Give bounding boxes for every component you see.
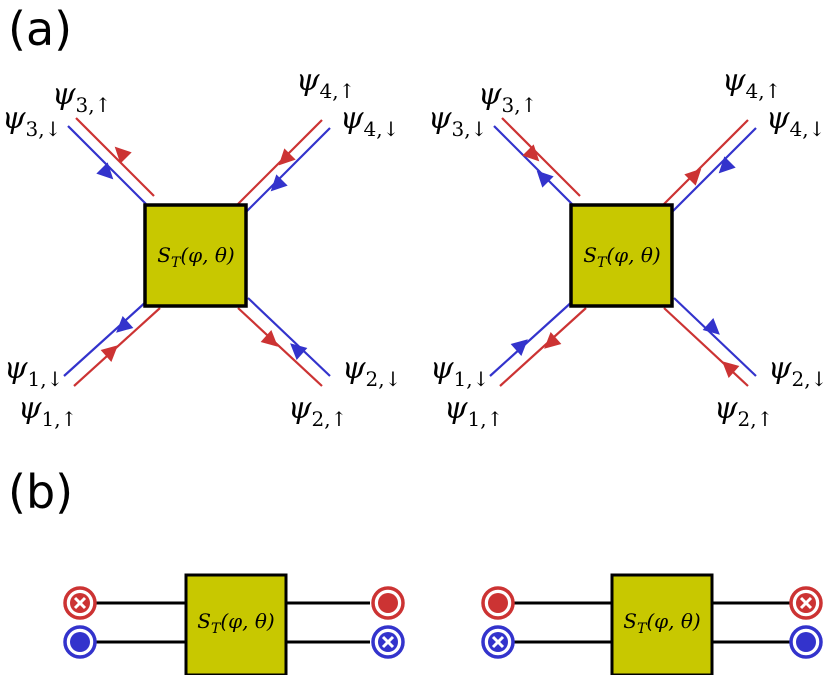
arrow-3-up [114, 146, 132, 164]
channel-line-4-up [663, 119, 749, 205]
arrow-4-up [278, 148, 296, 166]
scattering-box [569, 203, 674, 308]
label-psi3-up: ψ3,↑ [478, 77, 537, 117]
scattering-box [184, 573, 288, 675]
arrow-3-up [522, 144, 540, 162]
label-psi2-down: ψ2,↓ [768, 351, 827, 391]
scattering-diagram-right: ST(φ, θ) ψ3,↑ ψ3,↓ ψ4,↑ ψ4,↓ ψ1,↓ ψ1,↑ ψ… [428, 63, 827, 431]
channel-line-1-down [63, 299, 149, 377]
label-psi3-down: ψ3,↓ [428, 101, 487, 141]
channel-line-2-up [663, 307, 749, 387]
blue-dot-icon [789, 625, 823, 659]
channel-line-2-down [247, 297, 331, 377]
channel-line-4-down [245, 127, 331, 213]
arrow-2-down [702, 318, 720, 335]
arrow-2-up [722, 361, 740, 378]
label-psi1-down: ψ1,↓ [430, 351, 489, 391]
label-psi2-up: ψ2,↑ [714, 391, 773, 431]
scattering-box-label: ST(φ, θ) [583, 243, 660, 271]
arrow-4-up [684, 168, 702, 186]
blue-dot-icon [63, 625, 97, 659]
channel-line-3-down [493, 125, 573, 205]
channel-line-2-down [673, 297, 757, 377]
scattering-box-label: ST(φ, θ) [623, 609, 700, 637]
scattering-box-label: ST(φ, θ) [157, 243, 234, 271]
panel-label-b: (b) [8, 465, 73, 519]
arrow-2-down [290, 343, 308, 360]
circuit-diagram-right: ST(φ, θ) [481, 573, 823, 675]
arrow-4-down [718, 156, 736, 174]
label-psi4-up: ψ4,↑ [296, 63, 355, 103]
label-psi4-down: ψ4,↓ [766, 101, 825, 141]
arrow-4-down [270, 174, 288, 192]
circuit-diagram-left: ST(φ, θ) [63, 573, 405, 675]
channel-line-3-up [501, 117, 581, 197]
label-psi3-up: ψ3,↑ [52, 77, 111, 117]
red-dot-icon [371, 586, 405, 620]
arrow-1-down [116, 316, 134, 333]
panel-label-a: (a) [8, 2, 72, 56]
scattering-box [610, 573, 714, 675]
arrow-1-down [510, 339, 528, 356]
label-psi1-down: ψ1,↓ [4, 351, 63, 391]
arrow-1-up [544, 332, 562, 349]
arrow-2-up [260, 330, 278, 347]
red-cross-icon [789, 586, 823, 620]
red-dot-icon [481, 586, 515, 620]
channel-line-1-down [489, 299, 575, 377]
label-psi3-down: ψ3,↓ [2, 101, 61, 141]
channel-line-3-up [75, 117, 155, 197]
arrow-1-up [100, 345, 118, 362]
scattering-diagram-left: ST(φ, θ) ψ3,↑ ψ3,↓ ψ4,↑ ψ4,↓ ψ1,↓ ψ1,↑ ψ… [2, 63, 401, 431]
label-psi2-down: ψ2,↓ [342, 351, 401, 391]
scattering-box [143, 203, 248, 308]
channel-line-1-up [499, 307, 587, 387]
blue-cross-icon [481, 625, 515, 659]
scattering-box-label: ST(φ, θ) [197, 609, 274, 637]
label-psi1-up: ψ1,↑ [18, 391, 77, 431]
label-psi1-up: ψ1,↑ [444, 391, 503, 431]
channel-line-4-down [671, 127, 757, 213]
arrow-3-down [536, 170, 554, 188]
label-psi4-down: ψ4,↓ [340, 101, 399, 141]
label-psi4-up: ψ4,↑ [722, 63, 781, 103]
label-psi2-up: ψ2,↑ [288, 391, 347, 431]
blue-cross-icon [371, 625, 405, 659]
channel-line-2-up [237, 307, 323, 387]
red-cross-icon [63, 586, 97, 620]
